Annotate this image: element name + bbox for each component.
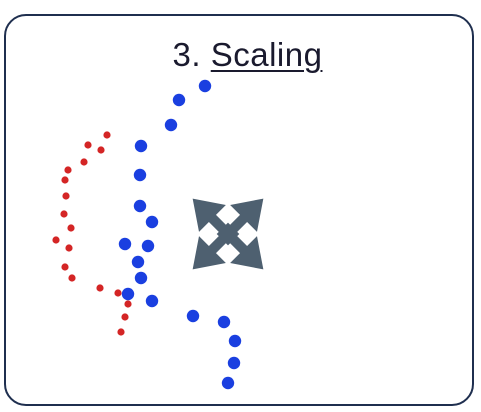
blue-dot: [118, 237, 132, 251]
blue-dot: [134, 271, 148, 285]
blue-dot: [121, 287, 135, 301]
blue-dot: [145, 294, 159, 308]
blue-dot: [186, 309, 200, 323]
title-word: Scaling: [210, 36, 323, 73]
red-dot-cluster: [52, 131, 132, 336]
blue-dot: [131, 255, 145, 269]
red-dot: [121, 313, 129, 321]
blue-dot: [133, 168, 147, 182]
red-dot: [84, 141, 92, 149]
slide-title: 3. Scaling: [0, 36, 481, 74]
blue-dot: [172, 93, 186, 107]
blue-dot: [141, 239, 155, 253]
blue-dot: [145, 215, 159, 229]
blue-dot: [227, 356, 241, 370]
red-dot: [124, 300, 132, 308]
blue-dot: [217, 315, 231, 329]
red-dot: [60, 210, 68, 218]
red-dot: [52, 236, 60, 244]
red-dot: [114, 289, 122, 297]
blue-dot: [198, 79, 212, 93]
red-dot: [64, 166, 72, 174]
red-dot: [96, 284, 104, 292]
red-dot: [65, 244, 73, 252]
blue-dot: [133, 199, 147, 213]
blue-dot-cluster: [118, 79, 242, 390]
title-number: 3.: [172, 36, 202, 73]
arrow-arm: [227, 198, 264, 235]
scale-arrows-icon: [192, 198, 264, 270]
blue-dot: [164, 118, 178, 132]
arrow-arm: [192, 233, 229, 270]
arrow-arm: [227, 233, 264, 270]
red-dot: [61, 176, 69, 184]
red-dot: [103, 131, 111, 139]
red-dot: [80, 158, 88, 166]
red-dot: [117, 328, 125, 336]
blue-dot: [221, 376, 235, 390]
red-dot: [67, 224, 75, 232]
red-dot: [68, 274, 76, 282]
red-dot: [97, 146, 105, 154]
blue-dot: [134, 139, 148, 153]
red-dot: [61, 263, 69, 271]
red-dot: [62, 192, 70, 200]
arrow-arm: [192, 198, 229, 235]
blue-dot: [228, 334, 242, 348]
